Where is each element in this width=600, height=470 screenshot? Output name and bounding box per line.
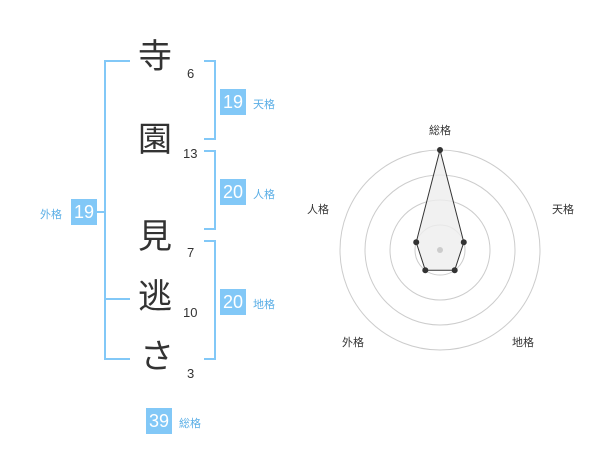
- tenkaku-value: 19: [220, 89, 246, 115]
- gaikaku-connector: [96, 211, 106, 213]
- radar-label-chikaku: 地格: [512, 335, 534, 349]
- stroke-count-5: 3: [187, 366, 195, 381]
- name-char-3: 見: [138, 217, 172, 257]
- soukaku-label: 総格: [179, 417, 201, 430]
- radar-label-tenkaku: 天格: [552, 202, 574, 216]
- chikaku-label: 地格: [253, 298, 275, 311]
- jinkaku-value: 20: [220, 179, 246, 205]
- radar-point-chikaku: [451, 267, 458, 274]
- gaikaku-value: 19: [71, 199, 97, 225]
- chikaku-bracket: [204, 240, 216, 360]
- radar-label-jinkaku: 人格: [307, 202, 329, 216]
- name-char-4: 逃: [138, 277, 172, 317]
- name-char-1: 寺: [138, 37, 172, 77]
- radar-points: [413, 147, 467, 274]
- stroke-count-4: 10: [183, 305, 198, 320]
- gaikaku-label: 外格: [40, 208, 62, 221]
- stroke-count-2: 13: [183, 146, 198, 161]
- chikaku-value: 20: [220, 289, 246, 315]
- tenkaku-label: 天格: [253, 98, 275, 111]
- name-char-5: さ: [140, 337, 174, 377]
- radar-point-gaikaku: [422, 267, 429, 274]
- stroke-count-1: 6: [187, 66, 195, 81]
- jinkaku-bracket: [204, 150, 216, 230]
- radar-label-soukaku: 総格: [429, 123, 451, 137]
- tenkaku-bracket: [204, 60, 216, 140]
- radar-point-jinkaku: [413, 239, 420, 246]
- jinkaku-label: 人格: [253, 188, 275, 201]
- name-char-2: 園: [138, 120, 172, 160]
- radar-center-dot: [437, 247, 443, 253]
- radar-polygon: [415, 149, 465, 271]
- gaikaku-bracket-mid: [104, 298, 130, 300]
- stroke-count-3: 7: [187, 245, 195, 260]
- gaikaku-bracket: [104, 60, 130, 360]
- radar-label-gaikaku: 外格: [342, 335, 364, 349]
- soukaku-value: 39: [146, 408, 172, 434]
- radar-point-tenkaku: [460, 239, 467, 246]
- radar-point-soukaku: [437, 147, 443, 153]
